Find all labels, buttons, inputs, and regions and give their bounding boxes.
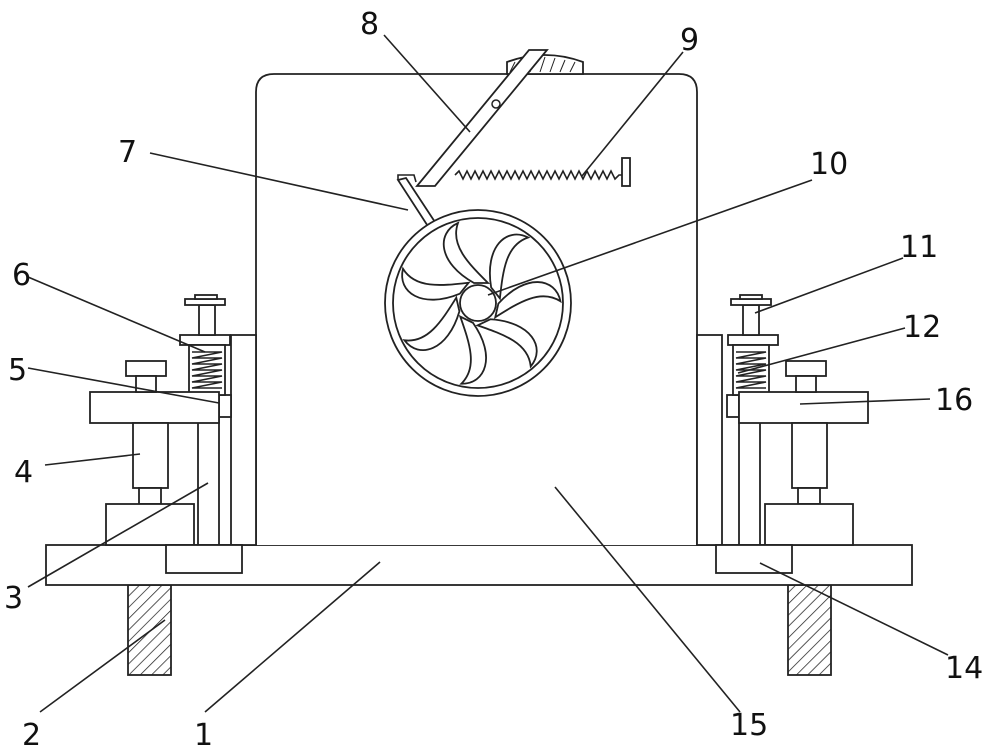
label-8: 8 [360,7,379,42]
label-12: 12 [903,310,941,345]
left-clamp-assembly [89,294,257,574]
label-11: 11 [900,230,938,265]
fan-blade [475,318,538,369]
fan-blade [442,221,491,284]
label-3: 3 [4,581,23,616]
fan-blade [489,233,531,301]
left-mount [165,544,243,574]
label-14: 14 [945,651,983,686]
link-rod [397,174,417,183]
right-mount [715,544,793,574]
right-guide-plate [696,334,723,546]
label-9: 9 [680,23,699,58]
spring-anchor [621,157,631,187]
right-collar [727,334,779,346]
label-1: 1 [194,718,213,753]
left-guide-plate [230,334,257,546]
right-pad [764,503,854,546]
left-cylinder [132,422,169,489]
label-4: 4 [14,455,33,490]
label-6: 6 [12,258,31,293]
label-10: 10 [810,147,848,182]
right-cylinder [791,422,828,489]
right-slider-block [726,394,740,418]
right-adjust-screw [742,304,760,336]
tension-spring [454,169,622,181]
fan-blade [493,281,562,320]
left-arm [89,391,220,424]
label-15: 15 [730,708,768,743]
fan-blade [401,266,471,301]
label-5: 5 [8,353,27,388]
fan-blade [402,295,461,351]
left-pad [105,503,195,546]
right-clamp-assembly [696,294,869,574]
leader-lines [27,34,949,713]
right-arm [738,391,869,424]
fan-hub [459,284,497,322]
label-7: 7 [118,135,137,170]
lever-arm [415,49,549,187]
left-slider-block [218,394,232,418]
label-2: 2 [22,718,41,753]
fan-assembly [384,209,572,397]
fan-blade [458,314,487,385]
right-foot [787,584,832,676]
label-16: 16 [935,383,973,418]
left-foot [127,584,172,676]
left-collar [179,334,231,346]
